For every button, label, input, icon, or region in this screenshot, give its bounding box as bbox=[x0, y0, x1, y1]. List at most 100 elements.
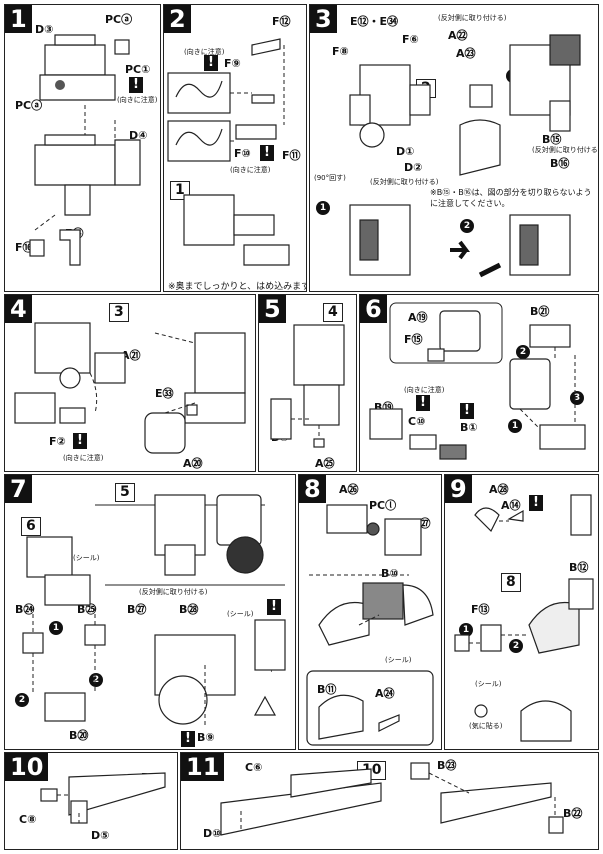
step-6-panel: 6 A⑲ F⑮ B㉑ B⑲ (向きに注意) ! C⑩ ! B① 1 2 3 bbox=[359, 294, 599, 472]
part-label: PCⓐ bbox=[15, 99, 43, 112]
step-caption: ※奥までしっかりと、はめ込みます。 bbox=[168, 282, 307, 292]
part-label: PCⓛ bbox=[369, 499, 397, 512]
part-label: D⑩ bbox=[203, 827, 222, 840]
step-marker-2: 2 bbox=[89, 673, 103, 687]
arm-assembly-drawing bbox=[14, 322, 246, 454]
waist-armor-drawing bbox=[306, 504, 434, 746]
joint-part-drawing bbox=[167, 38, 290, 266]
part-label: F⑮ bbox=[404, 333, 423, 346]
direction-note: (向きに注意) bbox=[230, 166, 271, 174]
part-label: A㉑ bbox=[121, 349, 141, 362]
step-marker-2: 2 bbox=[516, 345, 530, 359]
part-label: B㉑ bbox=[530, 305, 550, 318]
leg-joint-drawing bbox=[270, 324, 345, 448]
part-label: B㉓ bbox=[437, 759, 457, 772]
part-label: D③ bbox=[35, 23, 54, 36]
step-number: 3 bbox=[310, 5, 337, 33]
sub-step-ref: 5 bbox=[115, 483, 135, 502]
caution-icon: ! bbox=[416, 395, 430, 411]
weapon-part-drawing bbox=[40, 772, 166, 824]
step-9-panel: 9 A㉘ A⑭ ! 8 B⑫ F⑬ 1 2 (シール) (気に貼る) bbox=[444, 474, 599, 750]
rotate-note: (90°回す) bbox=[314, 174, 346, 182]
step-1-panel: 1 D③ PCⓐ PC① ! (向きに注意) PCⓐ D④ F⑯ F⑭ bbox=[4, 4, 161, 292]
part-label: D② bbox=[404, 161, 423, 174]
step-2-panel: 2 F⑫ (向きに注意) ! F⑨ F⑩ ! (向きに注意) F⑪ 1 ※奥まで… bbox=[163, 4, 307, 292]
sub-step-ref: 3 bbox=[109, 303, 129, 322]
part-label: B⑯ bbox=[550, 157, 570, 170]
part-label: F⑬ bbox=[471, 603, 490, 616]
part-label: A㉕ bbox=[315, 457, 335, 470]
step-8-panel: 8 A㉖ PCⓛ A㉗ B⑩ (シール) B⑪ A㉔ bbox=[298, 474, 442, 750]
part-label: F⑯ bbox=[15, 241, 34, 254]
direction-note: (向きに注意) bbox=[184, 48, 225, 56]
step-marker-1: 1 bbox=[49, 621, 63, 635]
step-number: 7 bbox=[5, 475, 32, 503]
part-label: B⑩ bbox=[381, 567, 399, 580]
step-marker-1: 1 bbox=[459, 623, 473, 637]
caution-icon: ! bbox=[204, 55, 218, 71]
part-label: D① bbox=[396, 145, 415, 158]
step-number: 2 bbox=[164, 5, 191, 33]
torso-part-drawing bbox=[29, 34, 141, 266]
opposite-note: (反対側に取り付ける) bbox=[370, 178, 439, 186]
part-label: B⑮ bbox=[542, 133, 562, 146]
part-label: F⑫ bbox=[272, 15, 291, 28]
part-label: C⑧ bbox=[19, 813, 37, 826]
step-marker-1: 1 bbox=[508, 419, 522, 433]
part-label: C⑥ bbox=[245, 761, 263, 774]
sub-step-ref: 4 bbox=[323, 303, 343, 322]
part-label: A⑲ bbox=[408, 311, 428, 324]
rifle-assembly-drawing bbox=[220, 762, 564, 836]
opposite-note: (反対側に取り付ける) bbox=[438, 14, 507, 22]
step-number: 6 bbox=[360, 295, 387, 323]
seal-note: (シール) bbox=[385, 656, 412, 664]
skirt-armor-drawing bbox=[454, 494, 594, 742]
part-label: B㉕ bbox=[77, 603, 97, 616]
glue-note: (気に貼る) bbox=[469, 722, 503, 730]
part-label: A⑳ bbox=[183, 457, 203, 470]
part-label: B① bbox=[460, 421, 478, 434]
part-label: F⑨ bbox=[224, 57, 241, 70]
step-number: 5 bbox=[259, 295, 286, 323]
caution-icon: ! bbox=[260, 145, 274, 161]
part-label: A㉖ bbox=[339, 483, 359, 496]
direction-note: (向きに注意) bbox=[63, 454, 104, 462]
step-number: 1 bbox=[5, 5, 32, 33]
part-label: E⑫・E㉞ bbox=[350, 15, 399, 28]
step-11-panel: 11 C⑥ 10 D⑩ B㉓ B㉒ bbox=[180, 752, 599, 850]
step-number: 9 bbox=[445, 475, 472, 503]
part-label: PC① bbox=[125, 63, 151, 76]
step-10-panel: 10 D⑨ C⑧ D⑤ bbox=[4, 752, 178, 850]
step-marker-2: 2 bbox=[509, 639, 523, 653]
seal-note: (シール) bbox=[73, 554, 100, 562]
part-label: B㉒ bbox=[563, 807, 583, 820]
part-label: C⑩ bbox=[408, 415, 426, 428]
seal-note: (シール) bbox=[227, 610, 254, 618]
part-label: PCⓐ bbox=[105, 13, 133, 26]
part-label: A⑭ bbox=[501, 499, 521, 512]
step-number: 4 bbox=[5, 295, 32, 323]
step-marker-2: 2 bbox=[15, 693, 29, 707]
step-number: 10 bbox=[5, 753, 49, 781]
part-label: B⑪ bbox=[317, 683, 337, 696]
step-4-panel: 4 3 A㉑ E㉝ F② ! (向きに注意) A⑳ bbox=[4, 294, 256, 472]
part-label: D④ bbox=[129, 129, 148, 142]
step-marker-2: 2 bbox=[460, 219, 474, 233]
caution-icon: ! bbox=[460, 403, 474, 419]
step-number: 11 bbox=[181, 753, 225, 781]
step-marker-1: 1 bbox=[316, 201, 330, 215]
opposite-note: (反対側に取り付ける) bbox=[139, 588, 208, 596]
step-3-panel: 3 E⑫・E㉞ F⑧ F⑥ 2 (90°回す) D① D② (反対側に取り付ける… bbox=[309, 4, 599, 292]
caution-icon: ! bbox=[129, 77, 143, 93]
part-label: D⑤ bbox=[91, 829, 110, 842]
seal-note: (シール) bbox=[475, 680, 502, 688]
part-label: B⑨ bbox=[197, 731, 215, 744]
sub-step-ref: 6 bbox=[21, 517, 41, 536]
caution-icon: ! bbox=[73, 433, 87, 449]
part-label: F⑩ bbox=[234, 147, 251, 160]
part-label: A㉘ bbox=[489, 483, 509, 496]
part-label: B⑳ bbox=[69, 729, 89, 742]
part-label: A㉔ bbox=[375, 687, 395, 700]
caution-icon: ! bbox=[267, 599, 281, 615]
opposite-note: (反対側に取り付ける) bbox=[532, 146, 599, 154]
